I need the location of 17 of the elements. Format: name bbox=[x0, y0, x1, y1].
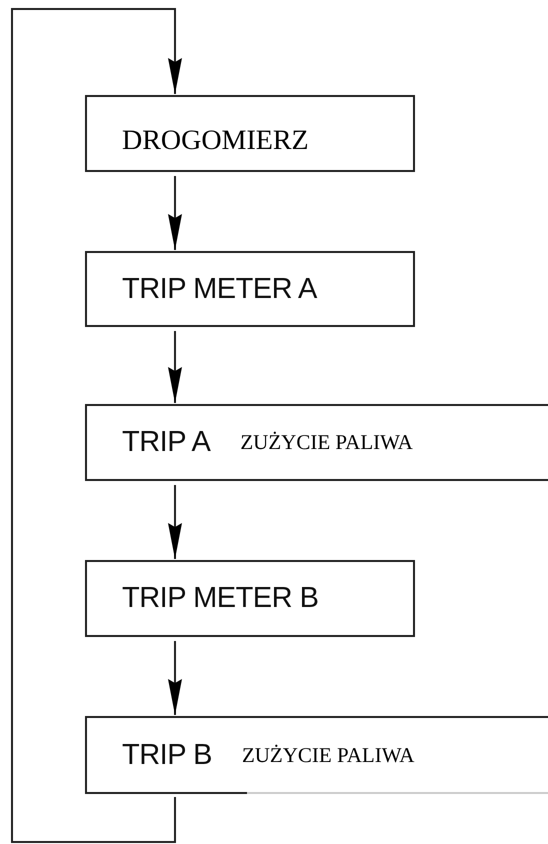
arrow bbox=[168, 485, 182, 559]
box-label: DROGOMIERZ bbox=[122, 124, 309, 156]
process-box bbox=[85, 251, 415, 327]
arrow bbox=[168, 176, 182, 250]
box-label: TRIP METER B bbox=[122, 582, 318, 615]
process-box bbox=[85, 716, 548, 793]
process-box bbox=[85, 404, 548, 481]
process-box bbox=[85, 560, 415, 637]
arrow bbox=[11, 8, 182, 843]
arrow bbox=[168, 331, 182, 403]
box-label: ZUŻYCIE PALIWA bbox=[242, 743, 414, 768]
box-label: ZUŻYCIE PALIWA bbox=[240, 430, 413, 455]
box-label: TRIP A bbox=[122, 426, 210, 459]
box-label: TRIP B bbox=[122, 739, 212, 772]
process-box bbox=[85, 95, 415, 172]
box-label: TRIP METER A bbox=[122, 272, 317, 306]
arrow bbox=[168, 641, 182, 715]
